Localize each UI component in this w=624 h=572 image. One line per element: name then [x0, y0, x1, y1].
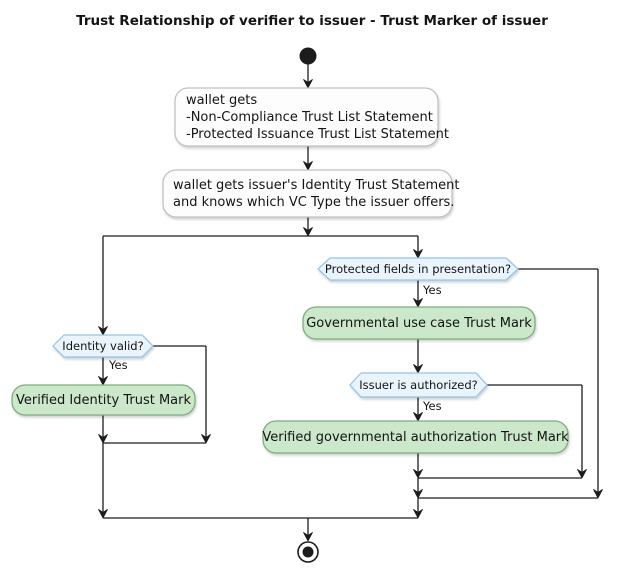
activity-governmental-use-case-trust-mark	[302, 306, 536, 340]
activity-wallet-gets-identity	[162, 169, 453, 218]
arrowhead	[303, 227, 313, 237]
arrowhead	[413, 412, 423, 422]
decision-protected-fields	[317, 257, 519, 281]
arrowhead	[413, 509, 423, 519]
decision-protected-fields-label: Protected fields in presentation?	[324, 262, 512, 276]
start-node	[299, 47, 317, 65]
diagram-title: Trust Relationship of verifier to issuer…	[76, 13, 548, 29]
arrowhead	[413, 364, 423, 374]
decision-issuer-authorized-label: Issuer is authorized?	[359, 378, 478, 392]
activity-governmental-use-case-trust-mark-label: Governmental use case Trust Mark	[306, 315, 532, 331]
arrowhead	[413, 469, 423, 479]
decision-identity-valid	[52, 334, 154, 358]
branch-label-yes-identity-valid: Yes	[109, 358, 128, 372]
branch-label-yes-issuer-authorized: Yes	[423, 399, 442, 413]
end-node-inner	[302, 546, 314, 558]
arrowhead	[413, 298, 423, 308]
arrowhead	[98, 376, 108, 386]
decision-issuer-authorized	[349, 372, 488, 398]
text-line: and knows which VC Type the issuer offer…	[173, 194, 455, 210]
arrowhead	[303, 532, 313, 542]
activity-verified-identity-trust-mark	[11, 384, 196, 416]
arrowhead	[98, 326, 108, 336]
arrowhead	[577, 469, 587, 479]
text-line: -Non-Compliance Trust List Statement	[186, 109, 433, 125]
text-line: -Protected Issuance Trust List Statement	[186, 126, 450, 142]
arrowhead	[98, 509, 108, 519]
arrowhead	[98, 434, 108, 444]
arrowhead	[303, 161, 313, 171]
text-line: wallet gets	[186, 92, 258, 108]
activity-wallet-gets-trust-lists-label: wallet gets -Non-Compliance Trust List S…	[175, 88, 450, 146]
arrowhead	[201, 434, 211, 444]
activity-verified-identity-trust-mark-label: Verified Identity Trust Mark	[15, 392, 192, 408]
text-line: wallet gets issuer's Identity Trust Stat…	[173, 177, 460, 193]
arrowhead	[593, 489, 603, 499]
activity-verified-governmental-authorization-trust-mark	[262, 420, 569, 454]
decision-identity-valid-label: Identity valid?	[62, 339, 144, 353]
activity-verified-governmental-authorization-trust-mark-label: Verified governmental authorization Trus…	[262, 429, 569, 445]
activity-wallet-gets-identity-label: wallet gets issuer's Identity Trust Stat…	[163, 170, 460, 217]
branch-label-yes-protected-fields: Yes	[423, 283, 442, 297]
arrowhead	[303, 79, 313, 89]
arrowhead	[413, 249, 423, 259]
activity-wallet-gets-trust-lists	[174, 87, 439, 147]
arrowhead	[413, 489, 423, 499]
